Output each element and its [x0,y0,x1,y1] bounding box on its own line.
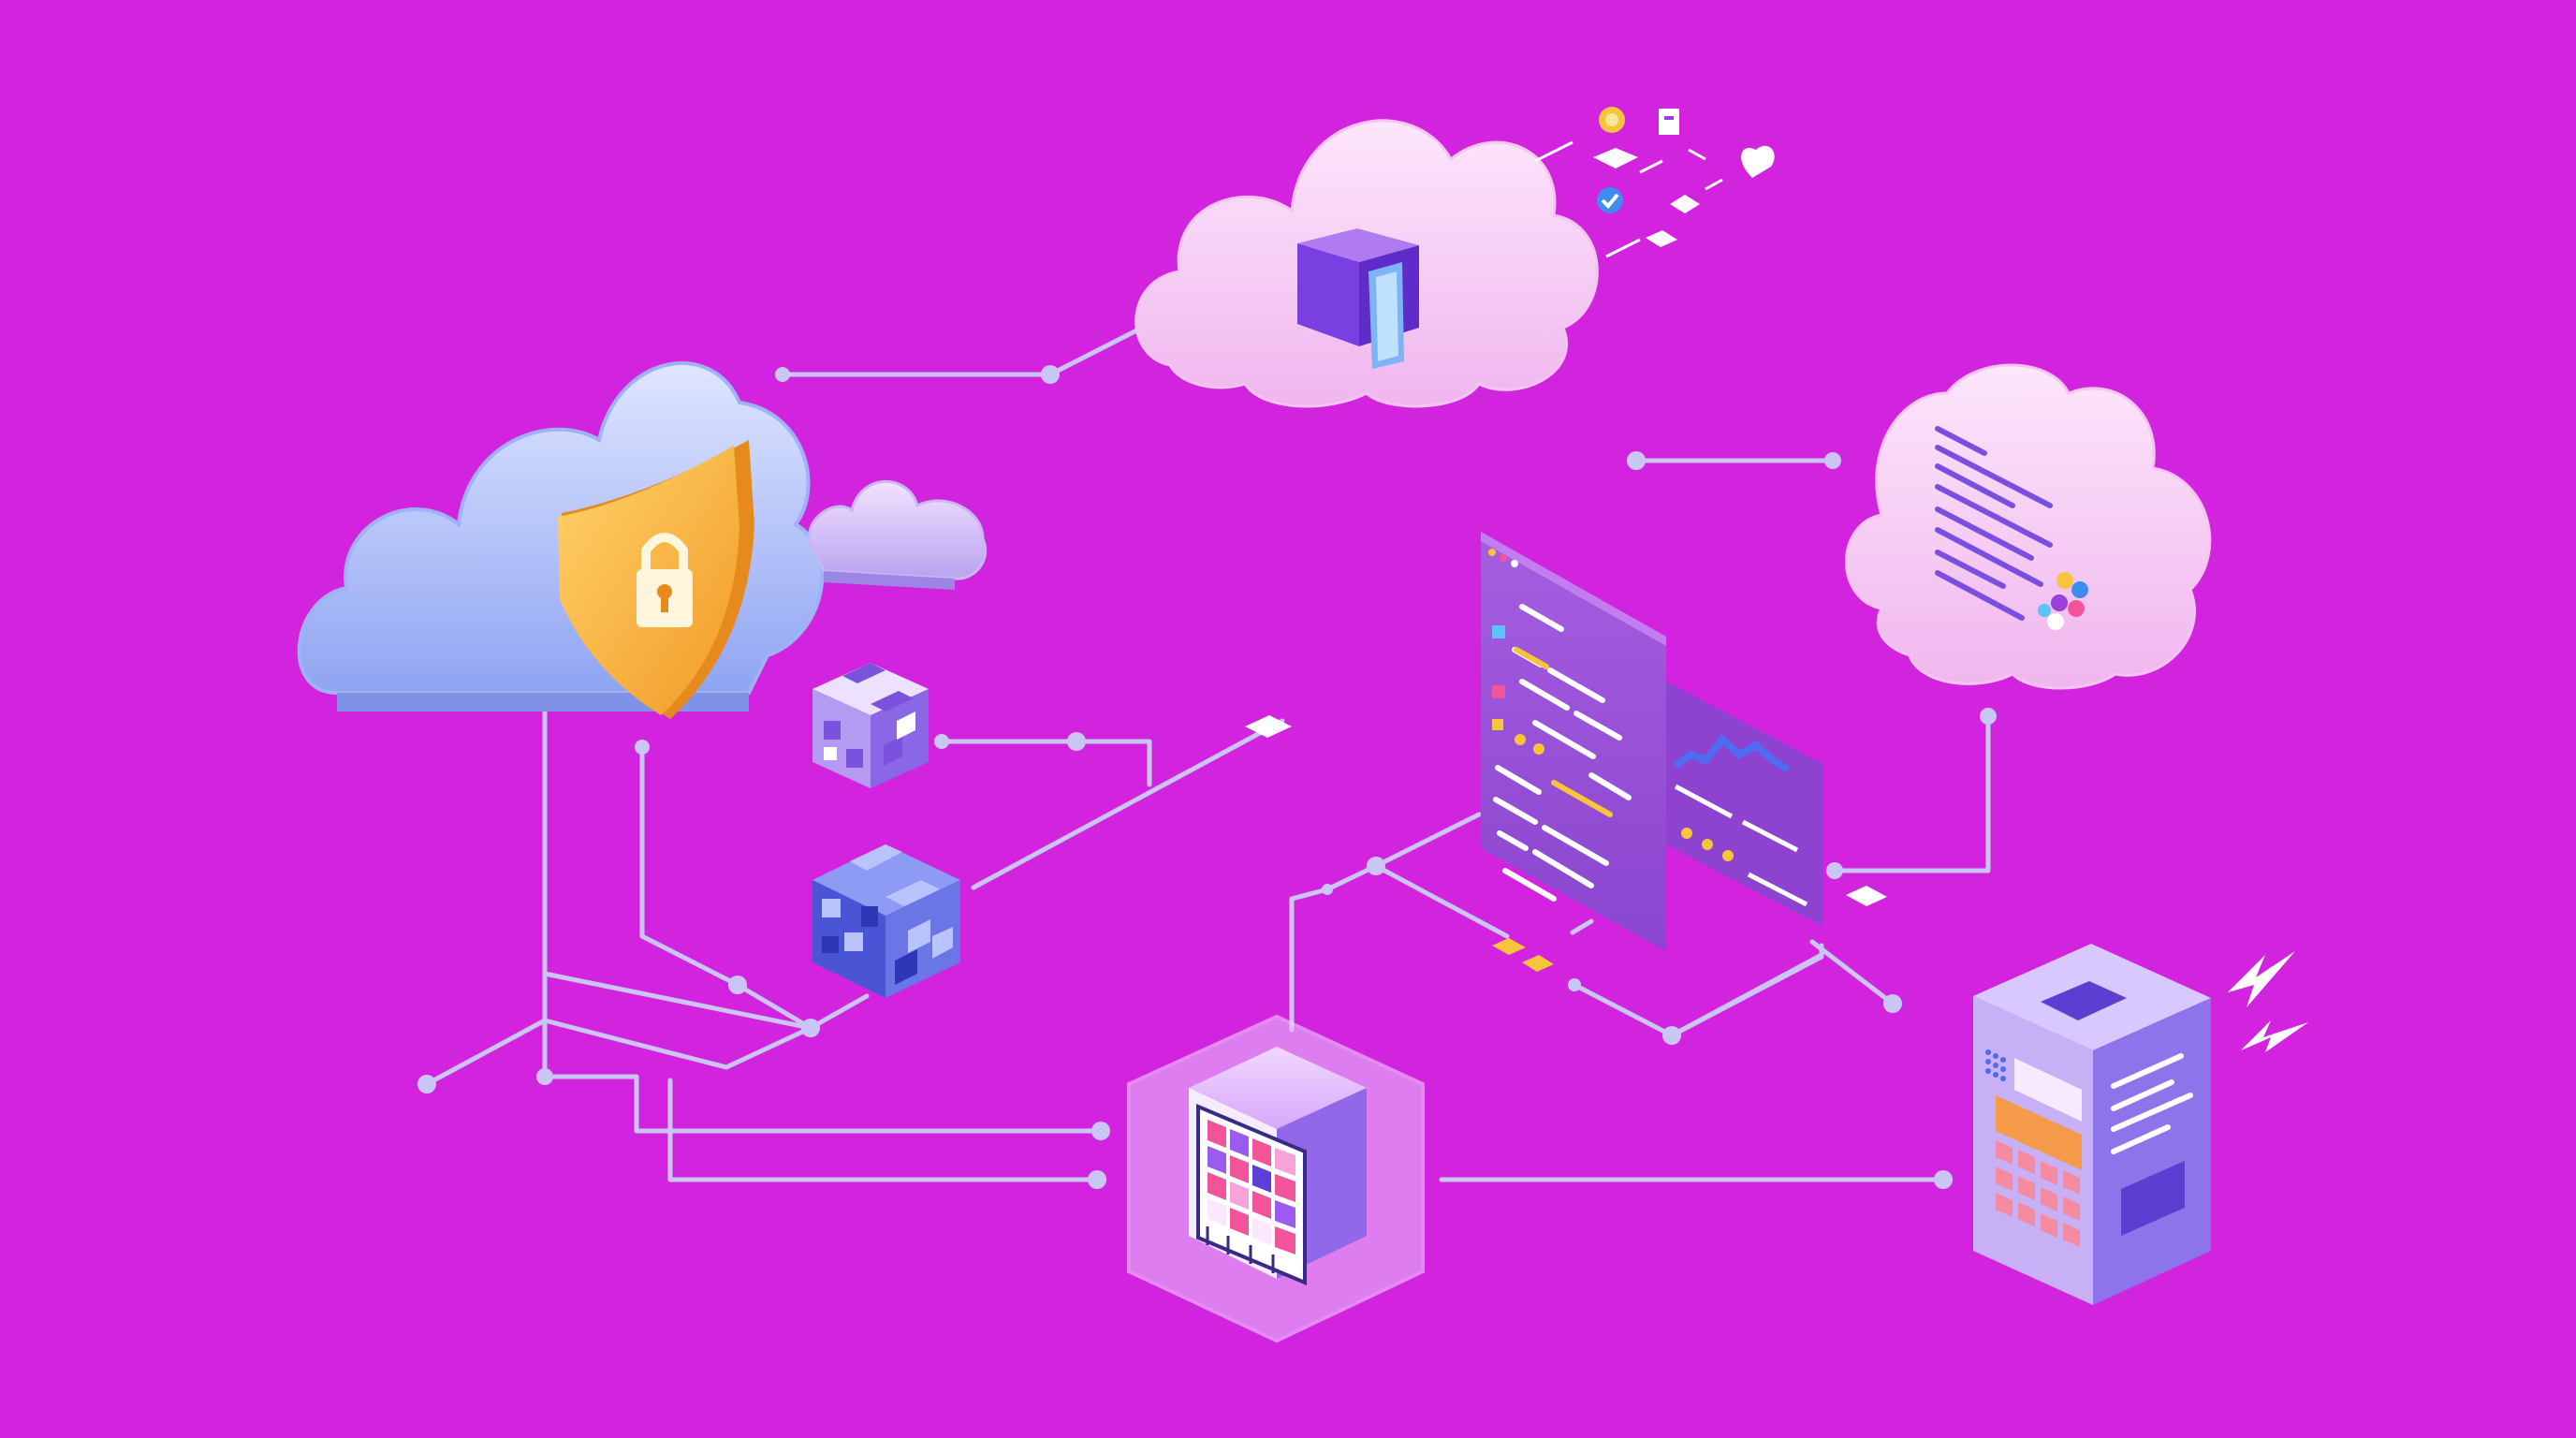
voxel-cube-large-icon [812,844,960,998]
document-icon [1659,109,1679,135]
shield-lock-icon [558,440,754,719]
report-text-lines [1935,426,2053,621]
chart-window-icon [1662,680,1823,927]
star-rating [1681,828,1734,861]
calculator-device-icon [1973,944,2211,1305]
side-panel-lines [2111,1053,2193,1154]
highlight-lines [1514,647,1613,817]
coin-icon [1599,107,1625,133]
chart-text-lines [1674,784,1808,907]
app-store-cloud-icon [1134,119,1599,408]
window-dots [1488,549,1518,567]
tile-icon [1846,886,1887,906]
tile-icon [1646,230,1677,247]
color-palette-icon [2038,572,2088,630]
tile-icon [1245,715,1292,738]
small-cloud-icon [808,479,988,590]
connector-dots [417,365,1997,1189]
security-cloud-icon [297,360,825,719]
voxel-cube-small-icon [812,663,929,788]
code-markers [1492,625,1544,755]
data-block-icon [1127,1014,1425,1343]
arrow-marks [1534,140,1723,258]
checkmark-icon [1597,187,1623,213]
code-lines [1493,604,1632,902]
floating-icons [1534,107,1775,258]
calculator-keys [1996,1140,2080,1247]
heart-icon [1741,145,1775,178]
yellow-tiles [1492,938,1554,972]
code-window-icon [1481,532,1666,951]
keypad-dots [1985,1049,2006,1081]
package-box-icon [1297,228,1419,369]
tile-icon [1670,195,1700,213]
grid-cells [1208,1120,1295,1255]
grid-lines [1206,1226,1275,1273]
report-cloud-icon [1845,363,2212,690]
tile-icon [1593,148,1638,169]
lightning-icon [2228,951,2308,1052]
